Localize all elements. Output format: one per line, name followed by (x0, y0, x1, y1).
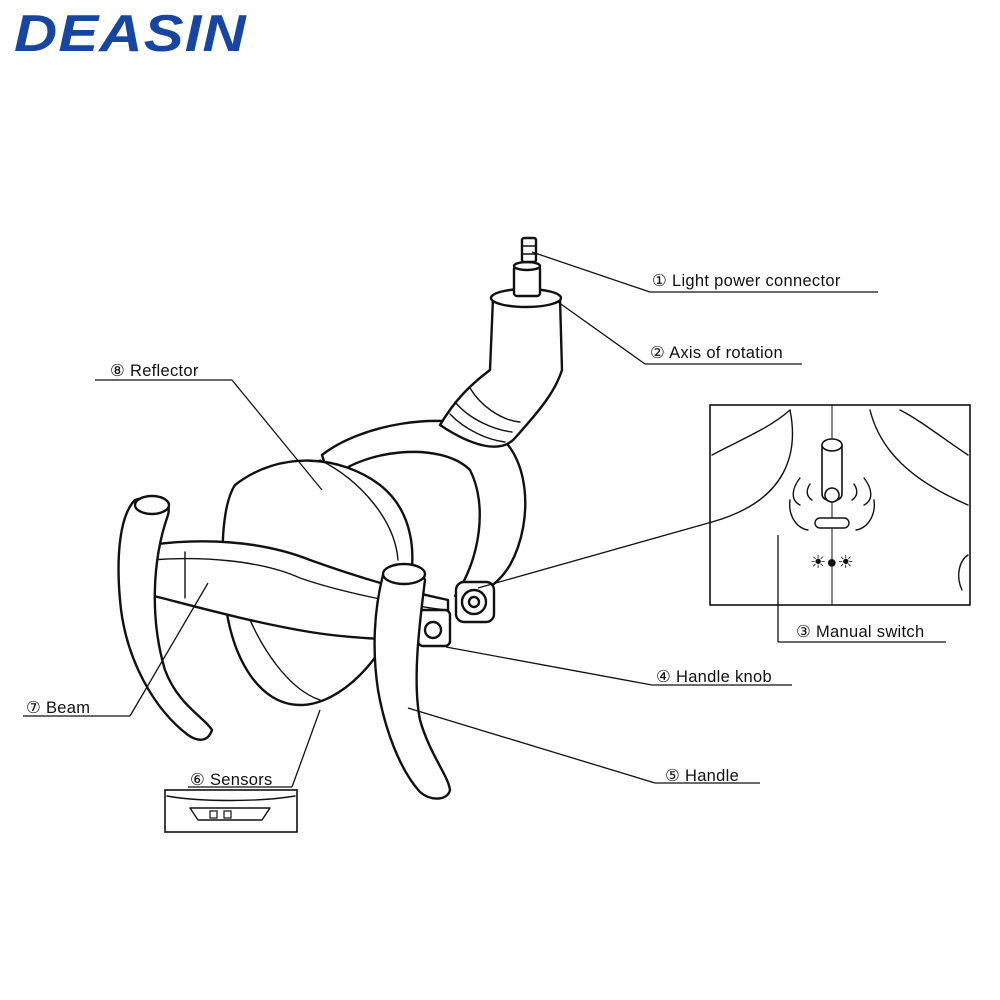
left-handle (117, 494, 214, 741)
label-handle-knob: ④ Handle knob (656, 668, 772, 686)
right-handle (373, 562, 452, 800)
label-light-power-connector: ① Light power connector (652, 272, 841, 290)
callout-lines (23, 251, 946, 788)
label-beam: ⑦ Beam (26, 699, 90, 717)
label-axis-of-rotation: ② Axis of rotation (650, 344, 783, 362)
label-manual-switch: ③ Manual switch (796, 623, 924, 641)
arm-joint (438, 287, 564, 448)
dental-lamp-illustration (117, 236, 564, 800)
label-sensors: ⑥ Sensors (190, 771, 273, 789)
label-reflector: ⑧ Reflector (110, 362, 199, 380)
sensors-inset (164, 789, 298, 833)
handle-knob (416, 580, 496, 648)
deasin-logo: DEASIN (14, 5, 247, 63)
manual-switch-inset: ☀●☀ (709, 404, 971, 606)
switch-mode-symbols: ☀●☀ (810, 552, 854, 572)
label-handle: ⑤ Handle (665, 767, 739, 785)
light-power-connector (512, 236, 542, 298)
